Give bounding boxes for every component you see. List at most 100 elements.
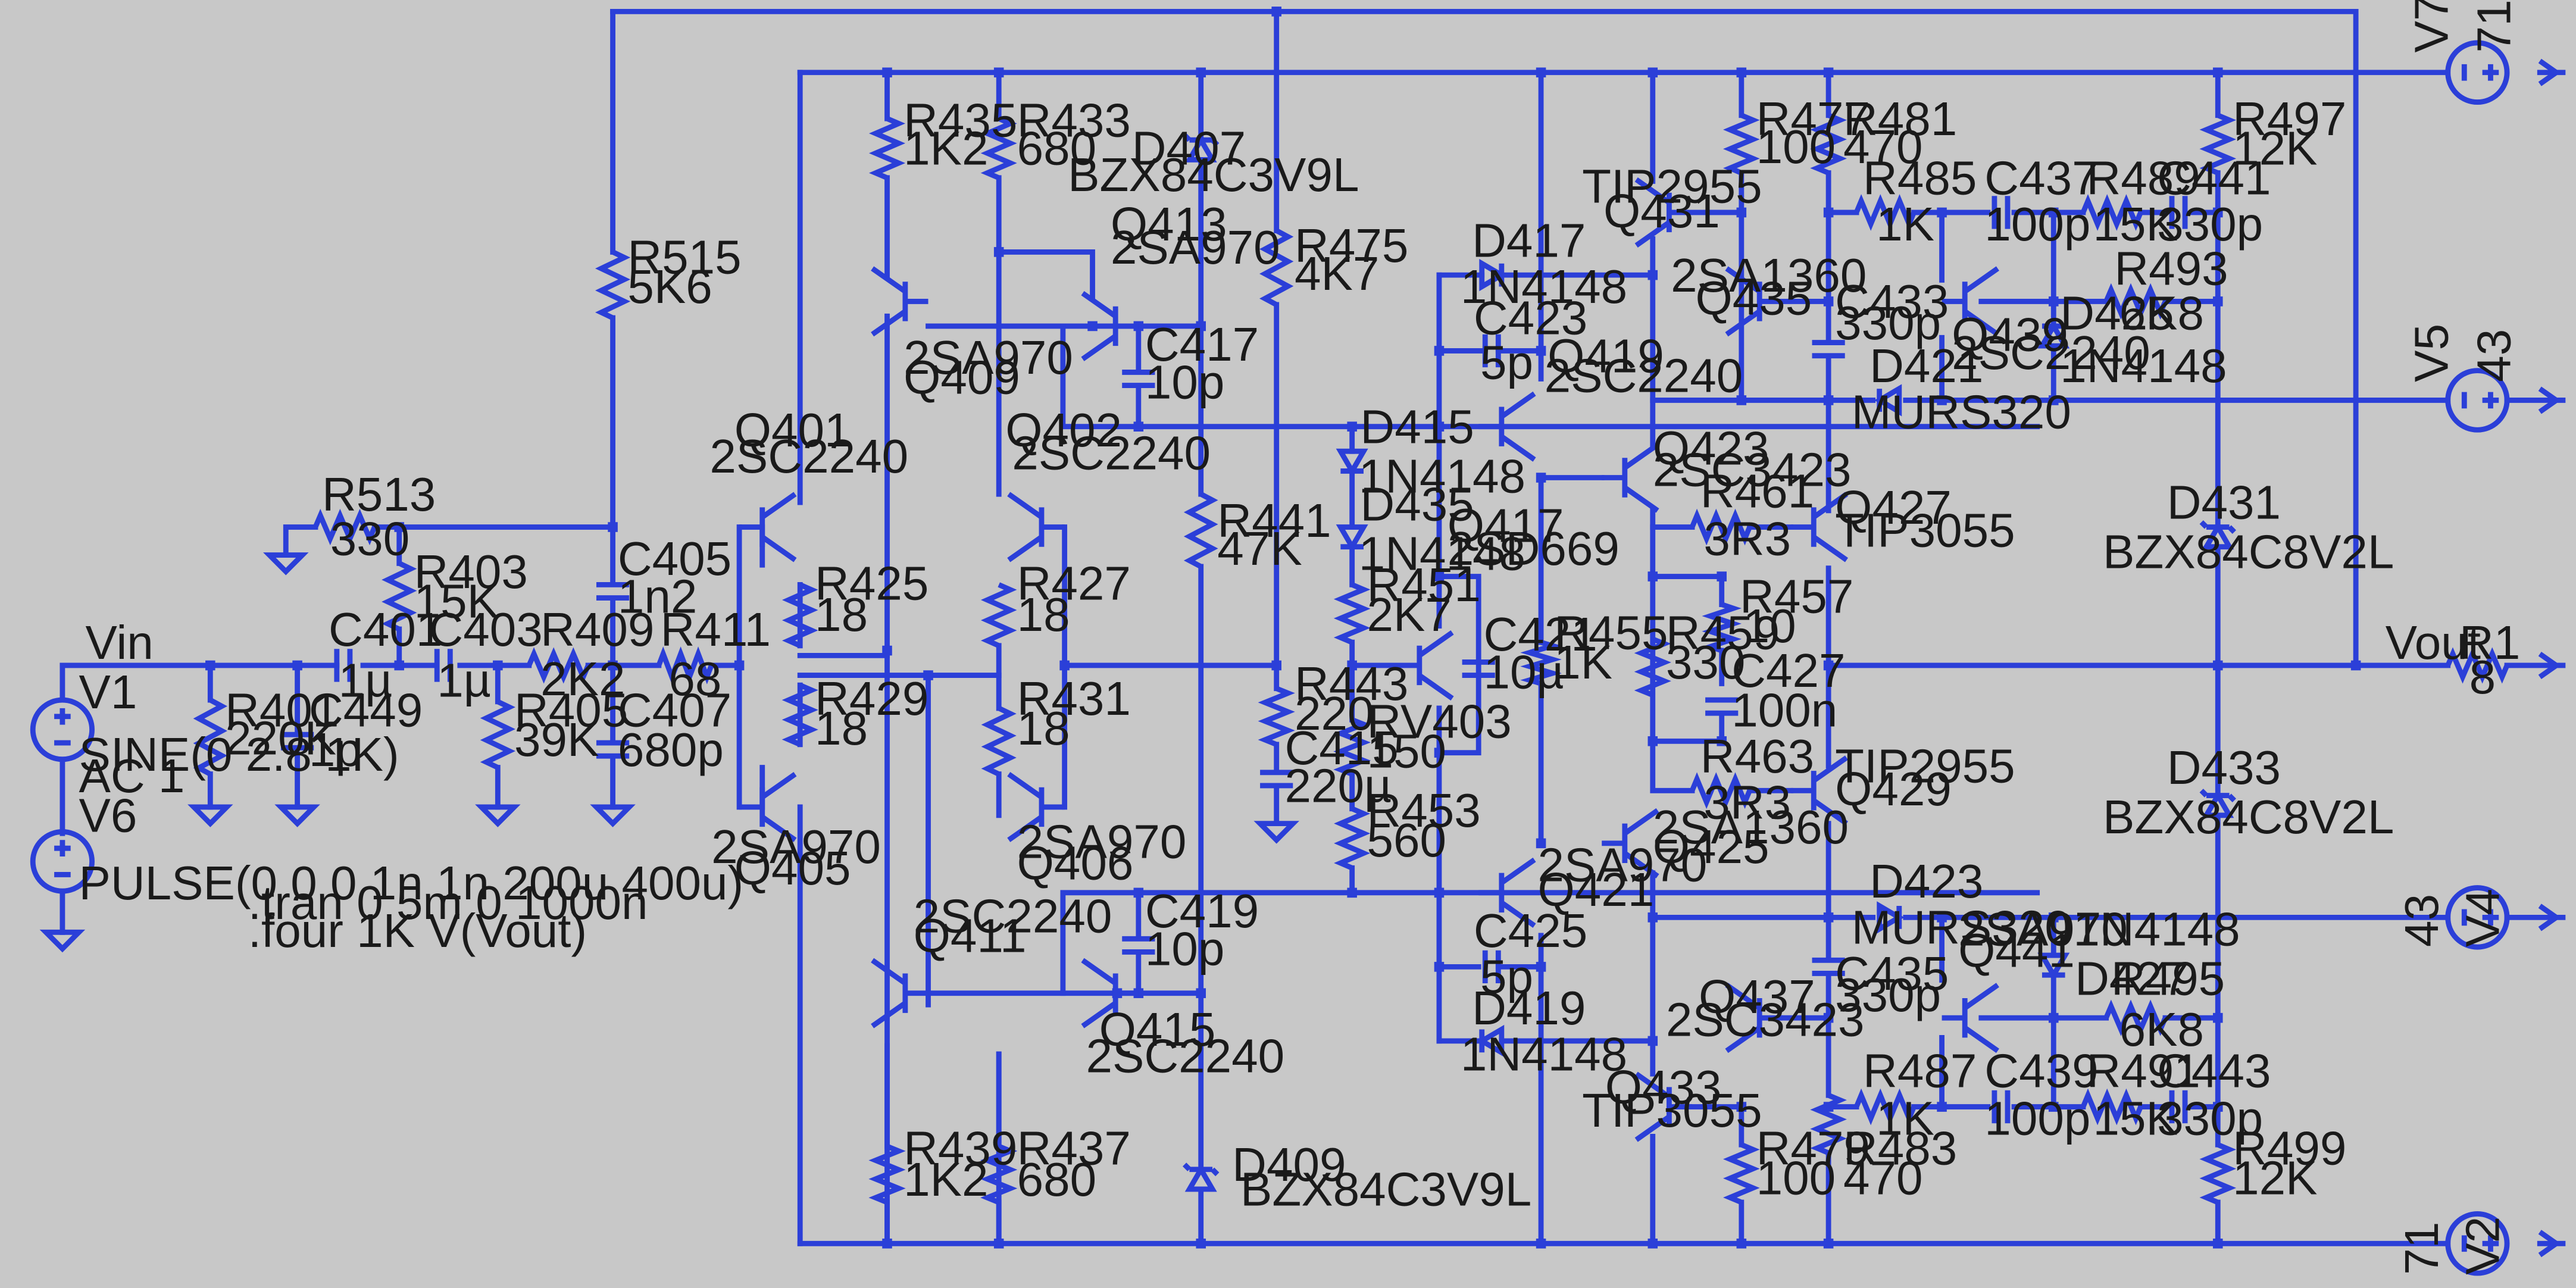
r491-symbol xyxy=(2080,1088,2143,1126)
q405-type: 2SA970 xyxy=(711,820,881,873)
r453-symbol xyxy=(1334,806,1371,871)
c435-name: C435 xyxy=(1835,946,1949,1000)
tran-directive: .tran 0 5m 0 1000n xyxy=(248,876,648,929)
c437-symbol xyxy=(1992,196,2011,229)
q413-name: Q413 xyxy=(1111,197,1227,251)
d427-type: 1N4148 xyxy=(2073,902,2240,955)
net-vin: Vin xyxy=(86,615,154,669)
q406-name: Q406 xyxy=(1017,836,1134,890)
r403v-symbol xyxy=(1333,717,1371,777)
q419-type: 2SC2240 xyxy=(1545,349,1743,402)
c415-symbol xyxy=(1260,770,1293,789)
c435-symbol xyxy=(1812,957,1845,976)
q421-symbol xyxy=(1478,857,1536,928)
r405-symbol xyxy=(480,699,515,770)
q439-name: Q439 xyxy=(1952,307,2068,361)
r459-name: R459 xyxy=(1666,605,1780,659)
c449-symbol xyxy=(280,731,314,751)
q423-symbol xyxy=(1602,442,1659,513)
c449-value: 1p xyxy=(309,723,362,776)
c427-value: 100n xyxy=(1731,683,1837,736)
q401-type: 2SC2240 xyxy=(709,429,908,483)
q429-name: Q429 xyxy=(1835,762,1952,815)
r427-name: R427 xyxy=(1017,556,1131,609)
r411-value: 68 xyxy=(668,652,721,705)
c421-symbol xyxy=(1462,659,1495,679)
four-directive: .four 1K V(Vout) xyxy=(248,904,587,957)
d433-type: BZX84C8V2L xyxy=(2103,790,2394,843)
r491-name: R491 xyxy=(2086,1043,2200,1097)
c423-name: C423 xyxy=(1474,291,1587,345)
r461-name: R461 xyxy=(1700,464,1814,517)
r425-name: R425 xyxy=(815,556,929,609)
rv403-name: RV403 xyxy=(1367,695,1511,748)
q421-name: Q421 xyxy=(1538,862,1655,916)
gnd-r405-icon xyxy=(475,804,521,827)
r451-name: R451 xyxy=(1367,558,1480,611)
c417-name: C417 xyxy=(1145,317,1259,371)
q401-name: Q401 xyxy=(734,403,851,457)
r461-symbol xyxy=(1689,508,1752,546)
q402-symbol xyxy=(1007,492,1065,562)
c437-value: 100p xyxy=(1984,197,2090,251)
r477-name: R477 xyxy=(1756,92,1870,145)
q437-name: Q437 xyxy=(1699,970,1815,1023)
q419-symbol xyxy=(1478,391,1536,462)
d421-type: MURS320 xyxy=(1852,384,2071,438)
d427-name: D427 xyxy=(2075,951,2189,1005)
r437-name: R437 xyxy=(1017,1121,1131,1174)
r453-name: R453 xyxy=(1367,783,1480,837)
q417-symbol xyxy=(1396,630,1454,701)
r435-symbol xyxy=(868,116,906,180)
c439-value: 100p xyxy=(1984,1092,2090,1145)
r479-symbol xyxy=(1723,1142,1760,1205)
r425-symbol xyxy=(781,582,818,648)
r475-name: R475 xyxy=(1295,218,1408,272)
r513-name: R513 xyxy=(322,467,436,521)
q402-type: 2SC2240 xyxy=(1012,426,1211,480)
d407-type: BZX84C3V9L xyxy=(1068,148,1359,201)
c403-value: 1µ xyxy=(437,653,491,706)
q433-type: TIP3055 xyxy=(1582,1083,1762,1137)
r405-name: R405 xyxy=(514,683,628,736)
v4-value: 43 xyxy=(2394,894,2448,947)
q437-type: 2SC3423 xyxy=(1666,993,1865,1046)
r477-symbol xyxy=(1723,112,1760,176)
d435-name: D435 xyxy=(1360,477,1474,530)
r453-value: 560 xyxy=(1367,813,1446,867)
d425-symbol xyxy=(2037,321,2070,349)
q431-name: Q431 xyxy=(1603,184,1720,237)
q433-symbol xyxy=(1634,1071,1693,1142)
v7-name: V7 xyxy=(2405,0,2458,53)
q435-type: 2SA1360 xyxy=(1671,248,1867,302)
q435-name: Q435 xyxy=(1696,271,1812,324)
r451-symbol xyxy=(1333,582,1371,645)
d419-name: D419 xyxy=(1472,981,1586,1034)
r409-symbol xyxy=(526,647,591,684)
r515-value: 5K6 xyxy=(627,260,712,313)
r493-symbol xyxy=(2103,283,2168,320)
q413-type: 2SA970 xyxy=(1111,220,1280,274)
q411-symbol xyxy=(871,958,929,1028)
r479-value: 100 xyxy=(1756,1151,1836,1204)
q405-name: Q405 xyxy=(734,841,851,895)
r451-value: 2K7 xyxy=(1367,587,1451,641)
c443-symbol xyxy=(2169,1090,2188,1124)
d423-name: D423 xyxy=(1870,854,1983,908)
c405-value: 1n2 xyxy=(618,569,698,623)
c419-name: C419 xyxy=(1145,884,1259,937)
r513-symbol xyxy=(312,508,377,546)
r485-value: 1K xyxy=(1876,197,1934,251)
r459-value: 330 xyxy=(1666,635,1746,689)
r493-name: R493 xyxy=(2114,242,2228,295)
c415-value: 220µ xyxy=(1284,759,1392,812)
r457-value: 10 xyxy=(1743,599,1796,652)
r1-symbol xyxy=(2445,647,2510,684)
gnd-c449-icon xyxy=(274,804,320,827)
d425-name: D425 xyxy=(2060,286,2174,339)
r403-symbol xyxy=(382,561,417,632)
q441-symbol xyxy=(1942,983,1999,1053)
r463-name: R463 xyxy=(1700,729,1814,783)
rv403-value: 150 xyxy=(1367,724,1446,777)
c423-value: 5p xyxy=(1480,335,1533,389)
